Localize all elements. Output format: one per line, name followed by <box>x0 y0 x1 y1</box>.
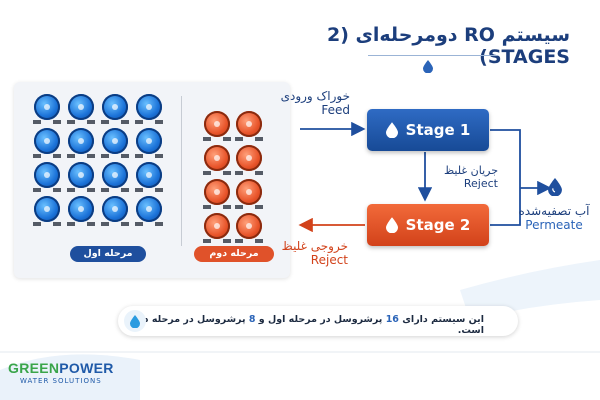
pressure-vessel <box>136 196 162 222</box>
stage-1-label: Stage 1 <box>405 121 471 139</box>
info-count-second: 8 <box>248 314 256 325</box>
pressure-vessel <box>34 162 60 188</box>
reject-label-fa: خروجی غلیظ <box>281 239 348 253</box>
vessel-stand <box>134 154 164 158</box>
vessel-stand <box>234 239 264 243</box>
pressure-vessel <box>34 196 60 222</box>
pressure-vessel <box>136 128 162 154</box>
vessel-stand <box>134 120 164 124</box>
stage-2-label: Stage 2 <box>405 216 471 234</box>
logo-subtitle: WATER SOLUTIONS <box>19 377 102 385</box>
pressure-vessel <box>102 94 128 120</box>
vessel-stand <box>100 222 130 226</box>
permeate-line-1 <box>490 129 521 188</box>
water-drop-icon <box>130 314 140 328</box>
stage-1-box: Stage 1 <box>367 109 489 151</box>
vessel-stand <box>234 171 264 175</box>
vessel-stand <box>100 188 130 192</box>
stage-2-box: Stage 2 <box>367 204 489 246</box>
vessel-stand <box>100 120 130 124</box>
pressure-vessel <box>34 94 60 120</box>
vessel-stand <box>202 137 232 141</box>
title-underline <box>368 55 498 56</box>
vessel-stand <box>134 188 164 192</box>
pressure-vessel <box>204 111 230 137</box>
pressure-vessel <box>68 196 94 222</box>
logo-green: GREEN <box>8 360 60 376</box>
permeate-label-fa: آب تصفیه‌شده <box>518 204 590 218</box>
pressure-vessel <box>136 94 162 120</box>
vessel-stand <box>32 222 62 226</box>
pressure-vessel <box>102 196 128 222</box>
reject-label: خروجی غلیظ Reject <box>278 239 348 267</box>
vessel-stand <box>202 239 232 243</box>
pressure-vessel <box>204 179 230 205</box>
page-title: سیستم RO دومرحله‌ای (2 STAGES) <box>326 24 570 68</box>
pressure-vessel <box>204 213 230 239</box>
panel-divider <box>181 96 182 246</box>
pressure-vessel <box>204 145 230 171</box>
info-banner: این سیستم دارای 16 پرشروسل در مرحله اول … <box>118 306 518 336</box>
logo-power: POWER <box>59 360 114 376</box>
permeate-label-en: Permeate <box>525 218 583 232</box>
feed-label-en: Feed <box>321 103 350 117</box>
vessel-stand <box>66 154 96 158</box>
vessel-stand <box>66 120 96 124</box>
feed-label: خوراک ورودی Feed <box>270 89 350 117</box>
greenpower-logo: GREENPOWER WATER SOLUTIONS <box>8 360 114 385</box>
pressure-vessel <box>136 162 162 188</box>
first-stage-badge: مرحله اول <box>70 246 146 262</box>
permeate-line-2 <box>490 188 521 226</box>
vessel-stand <box>66 188 96 192</box>
info-text: این سیستم دارای 16 پرشروسل در مرحله اول … <box>128 314 484 336</box>
info-part3: پرشروسل در مرحله دوم است. <box>130 314 484 336</box>
concentrate-label-en: Reject <box>463 177 498 190</box>
info-drop-badge <box>124 310 146 332</box>
vessel-stand <box>100 154 130 158</box>
water-drop-icon <box>385 217 398 233</box>
vessel-stand <box>134 222 164 226</box>
pressure-vessel <box>102 162 128 188</box>
pressure-vessel <box>68 162 94 188</box>
reject-label-en: Reject <box>310 253 348 267</box>
vessel-stand <box>234 137 264 141</box>
pressure-vessel <box>102 128 128 154</box>
pressure-vessel <box>68 94 94 120</box>
info-count-first: 16 <box>385 314 399 325</box>
info-part1: این سیستم دارای <box>398 314 484 325</box>
concentrate-label: جریان غلیظ Reject <box>398 164 498 190</box>
second-stage-badge: مرحله دوم <box>194 246 274 262</box>
pressure-vessel <box>68 128 94 154</box>
vessel-stand <box>66 222 96 226</box>
vessel-stand <box>32 188 62 192</box>
logo-wordmark: GREENPOWER <box>8 360 114 376</box>
water-drop-icon <box>385 122 398 138</box>
permeate-label: آب تصفیه‌شده Permeate <box>518 204 590 232</box>
pressure-vessel <box>236 179 262 205</box>
vessel-stand <box>32 120 62 124</box>
pressure-vessel <box>34 128 60 154</box>
vessel-stand <box>202 171 232 175</box>
concentrate-label-fa: جریان غلیظ <box>443 164 498 177</box>
vessel-stand <box>202 205 232 209</box>
info-part2: پرشروسل در مرحله اول و <box>255 314 386 325</box>
pressure-vessel <box>236 145 262 171</box>
vessel-stand <box>32 154 62 158</box>
vessel-stand <box>234 205 264 209</box>
permeate-drop-icon <box>548 178 562 196</box>
feed-label-fa: خوراک ورودی <box>280 89 350 103</box>
pressure-vessel <box>236 213 262 239</box>
pressure-vessel <box>236 111 262 137</box>
water-drop-icon <box>423 60 433 73</box>
